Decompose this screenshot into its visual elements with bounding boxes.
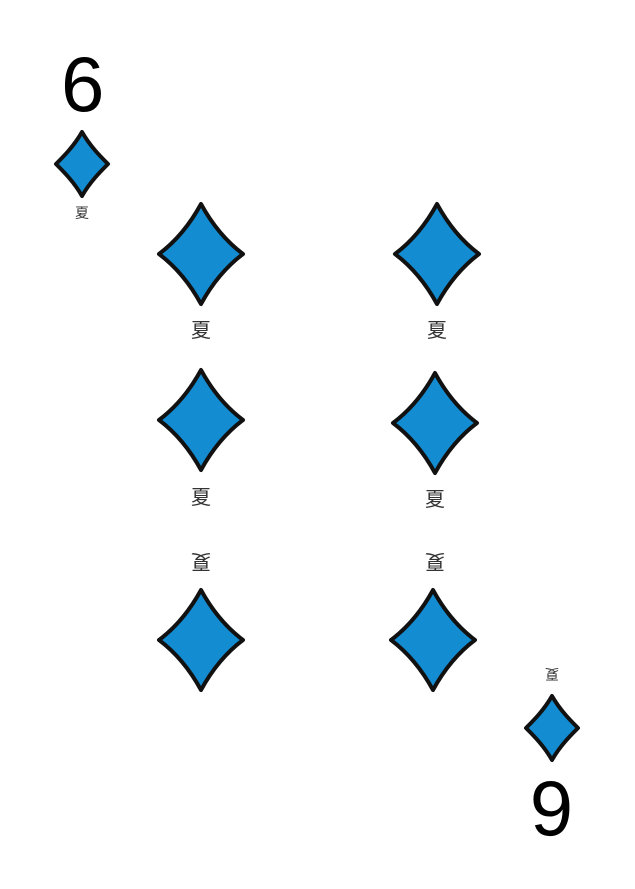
- pip-caption-inverted: 夏: [191, 550, 211, 574]
- pip-diamond-icon: [157, 202, 245, 306]
- corner-diamond-icon-top: [54, 130, 110, 198]
- pip-diamond-icon: [389, 588, 477, 692]
- pip-diamond-icon: [393, 202, 481, 306]
- corner-caption-top: 夏: [75, 206, 89, 222]
- pip-caption: 夏: [427, 318, 447, 342]
- pip-caption: 夏: [191, 485, 211, 509]
- pip-diamond-icon: [157, 588, 245, 692]
- corner-caption-bottom: 夏: [545, 665, 559, 681]
- corner-diamond-icon-bottom: [524, 694, 580, 762]
- pip-caption: 夏: [191, 318, 211, 342]
- pip-caption: 夏: [425, 487, 445, 511]
- rank-index-top: 6: [61, 40, 105, 128]
- pip-caption-inverted: 夏: [425, 550, 445, 574]
- pip-diamond-icon: [157, 368, 245, 472]
- pip-diamond-icon: [391, 371, 479, 475]
- rank-index-bottom: 6: [530, 765, 574, 853]
